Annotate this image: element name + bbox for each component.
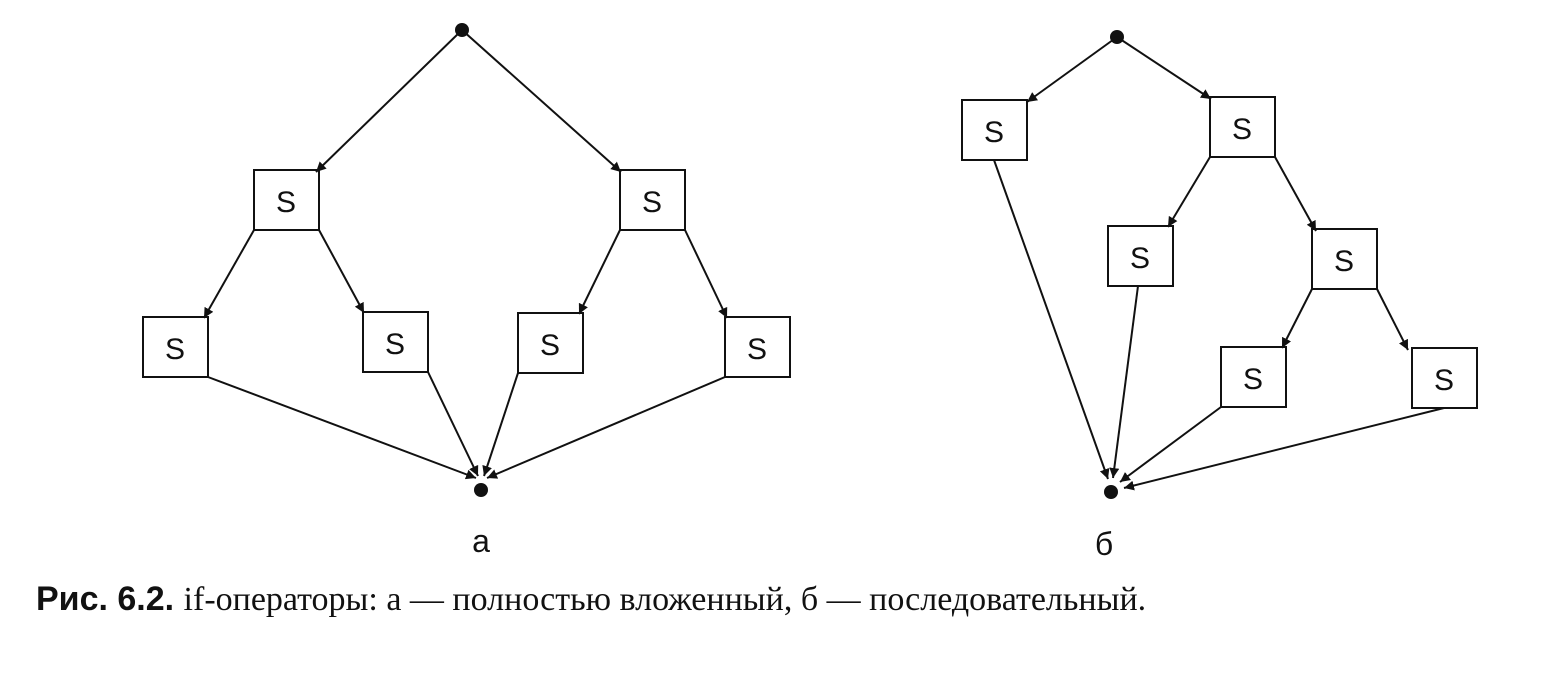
edge-arrow bbox=[1119, 406, 1222, 483]
node-label: S bbox=[1434, 364, 1454, 397]
edge-arrow bbox=[1109, 285, 1139, 479]
node-b-4 bbox=[1311, 228, 1378, 290]
node-label: S bbox=[1243, 363, 1263, 396]
node-label: S bbox=[385, 328, 405, 361]
subfigure-label-a: а bbox=[472, 523, 490, 559]
edge-arrow bbox=[1026, 36, 1118, 103]
node-label: S bbox=[540, 329, 560, 362]
end-point-a bbox=[474, 483, 488, 497]
edge-arrow bbox=[203, 229, 255, 319]
edge-arrow bbox=[318, 229, 365, 314]
node-a-l2-3 bbox=[517, 312, 584, 374]
edge-arrow bbox=[1376, 288, 1409, 351]
node-a-l1-left bbox=[253, 169, 320, 231]
node-label: S bbox=[747, 333, 767, 366]
node-label: S bbox=[1334, 245, 1354, 278]
diagram-canvas: S S S S S S а S S bbox=[142, 23, 1478, 562]
node-b-5 bbox=[1220, 346, 1287, 408]
edge-arrow bbox=[1281, 288, 1313, 349]
node-label: S bbox=[1130, 242, 1150, 275]
edge-arrow bbox=[315, 29, 463, 173]
node-label: S bbox=[276, 186, 296, 219]
node-a-l2-1 bbox=[142, 316, 209, 378]
node-label: S bbox=[1232, 113, 1252, 146]
edge-arrow bbox=[1274, 156, 1317, 232]
edge-arrow bbox=[207, 376, 477, 480]
figure-caption: Рис. 6.2. if-операторы: а — полностью вл… bbox=[36, 580, 1146, 619]
node-b-2 bbox=[1209, 96, 1276, 158]
edges-a bbox=[203, 29, 728, 480]
edge-arrow bbox=[1123, 407, 1445, 491]
caption-text: if-операторы: а — полностью вложенный, б… bbox=[183, 581, 1147, 618]
edge-arrow bbox=[482, 372, 519, 477]
end-point-b bbox=[1104, 485, 1118, 499]
edge-arrow bbox=[461, 29, 622, 173]
node-a-l2-2 bbox=[362, 311, 429, 373]
node-label: S bbox=[165, 333, 185, 366]
caption-number: Рис. 6.2. bbox=[36, 580, 175, 618]
edges-b bbox=[993, 36, 1445, 491]
subfigure-label-b: б bbox=[1095, 526, 1113, 562]
node-label: S bbox=[984, 116, 1004, 149]
node-b-6 bbox=[1411, 347, 1478, 409]
edge-arrow bbox=[684, 229, 728, 319]
edge-arrow bbox=[578, 229, 621, 315]
node-b-3 bbox=[1107, 225, 1174, 287]
node-label: S bbox=[642, 186, 662, 219]
edge-arrow bbox=[993, 159, 1110, 480]
edge-arrow bbox=[1116, 36, 1212, 100]
node-a-l1-right bbox=[619, 169, 686, 231]
edge-arrow bbox=[1167, 156, 1211, 228]
subfigure-a: S S S S S S а bbox=[142, 23, 791, 559]
edge-arrow bbox=[486, 376, 726, 479]
edge-arrow bbox=[427, 371, 479, 477]
node-a-l2-4 bbox=[724, 316, 791, 378]
subfigure-b: S S S S S S б bbox=[961, 30, 1478, 562]
